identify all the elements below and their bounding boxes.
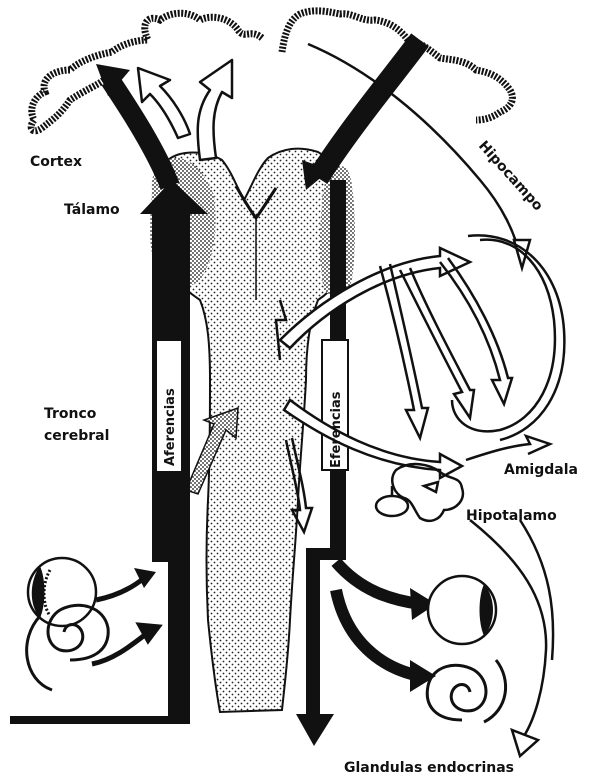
eye-left-icon [28, 558, 156, 626]
label-tronco-line1: Tronco [44, 406, 97, 422]
label-hipotalamo: Hipotalamo [466, 508, 557, 524]
eye-right-icon [336, 562, 496, 644]
label-eferencias: Eferencias [329, 391, 344, 468]
label-amigdala: Amigdala [504, 462, 578, 478]
label-cortex: Cortex [30, 154, 82, 170]
label-talamo: Tálamo [64, 202, 120, 218]
label-hipocampo: Hipocampo [475, 138, 546, 214]
label-glandulas: Glandulas endocrinas [344, 760, 514, 776]
label-aferencias: Aferencias [163, 388, 178, 466]
label-tronco-line2: cerebral [44, 428, 109, 444]
